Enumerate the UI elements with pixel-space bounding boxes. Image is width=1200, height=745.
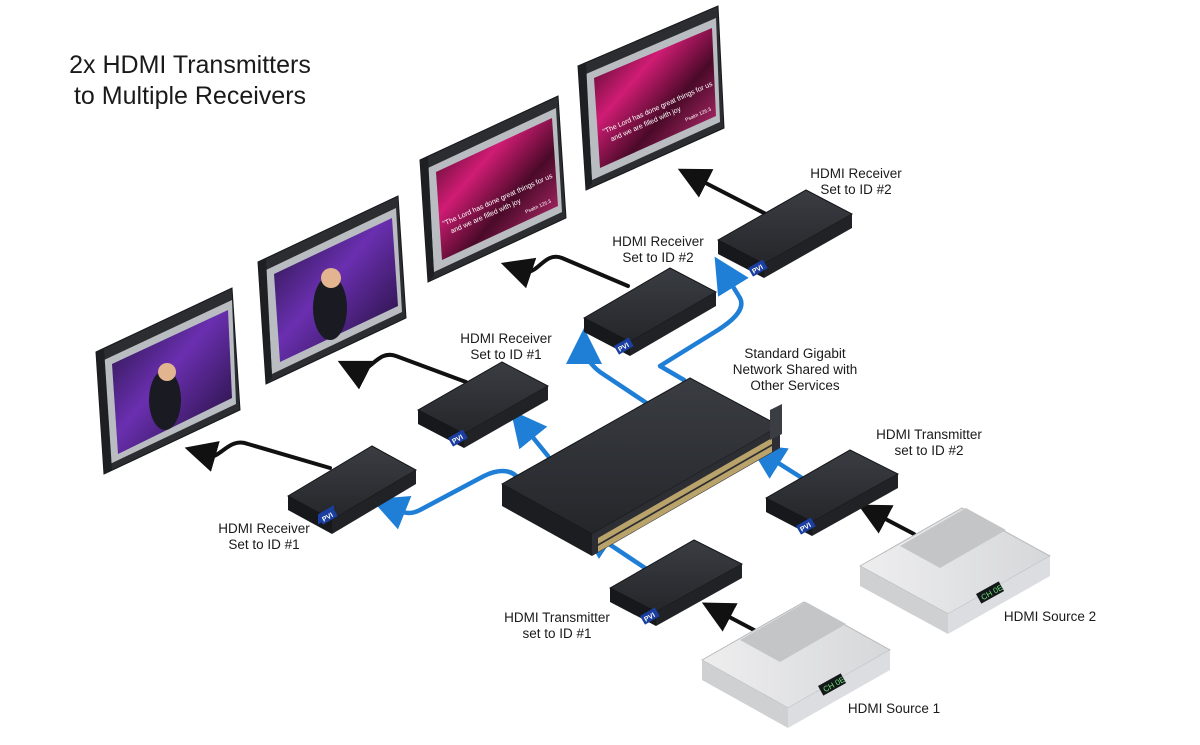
- transmitter-2: [764, 449, 900, 536]
- pvi-badges: PVI PVI PVI PVI PVI PVI: [318, 259, 816, 625]
- net-link-rx1-left: [371, 468, 521, 530]
- svg-text:PVI: PVI: [643, 612, 656, 624]
- svg-text:PVI: PVI: [451, 434, 464, 446]
- display-1: [95, 287, 241, 475]
- hdmi-link-src1-tx1: [701, 602, 756, 632]
- receiver-2-mid: [582, 267, 718, 356]
- label-source-1: HDMI Source 1: [847, 701, 941, 716]
- display-3: "The Lord has done great things for us a…: [419, 95, 567, 283]
- net-link-rx1-mid: [510, 410, 551, 459]
- hdmi-link-rx1-mid: [337, 352, 468, 390]
- net-link-rx2-mid: [566, 328, 651, 407]
- hdmi-source-2: CH 0E: [858, 507, 1052, 634]
- network-switch: [500, 377, 782, 556]
- pvi-badge: PVI: [640, 607, 660, 625]
- hdmi-link-rx2-right: [677, 168, 768, 216]
- label-receiver-1-left: HDMI Receiver Set to ID #1: [218, 521, 310, 552]
- receiver-2-right: [716, 189, 854, 278]
- label-network-switch: Standard Gigabit Network Shared with Oth…: [732, 346, 858, 393]
- svg-text:PVI: PVI: [799, 522, 812, 534]
- pvi-badge: PVI: [748, 259, 768, 277]
- label-receiver-2-right: HDMI Receiver Set to ID #2: [810, 166, 902, 197]
- hdmi-link-src2-tx2: [857, 504, 916, 536]
- pvi-badge: PVI: [614, 337, 634, 355]
- pvi-badge: PVI: [448, 429, 468, 447]
- label-receiver-1-mid: HDMI Receiver Set to ID #1: [460, 331, 552, 362]
- display-4: "The Lord has done great things for us a…: [577, 5, 725, 191]
- switch-ports: [598, 438, 772, 552]
- hdmi-link-rx2-mid: [500, 254, 630, 289]
- net-link-rx2-right: [657, 256, 749, 383]
- label-receiver-2-mid: HDMI Receiver Set to ID #2: [612, 234, 704, 265]
- label-transmitter-2: HDMI Transmitter set to ID #2: [876, 427, 982, 458]
- hdmi-links: [184, 168, 916, 632]
- hdmi-source-1: CH 0E: [700, 601, 892, 728]
- label-source-2: HDMI Source 2: [1003, 609, 1097, 624]
- hdmi-link-rx1-left: [184, 440, 332, 472]
- svg-text:PVI: PVI: [321, 512, 334, 524]
- display-2: [257, 195, 407, 385]
- svg-text:PVI: PVI: [751, 264, 764, 276]
- label-transmitter-1: HDMI Transmitter set to ID #1: [504, 610, 610, 641]
- pvi-badge: PVI: [318, 507, 338, 525]
- net-link-tx2: [748, 444, 805, 481]
- diagram-title: 2x HDMI Transmitters to Multiple Receive…: [40, 50, 340, 112]
- pvi-badge: PVI: [796, 517, 816, 535]
- svg-text:PVI: PVI: [617, 342, 630, 354]
- title-line-2: to Multiple Receivers: [73, 82, 307, 110]
- title-line-1: 2x HDMI Transmitters: [69, 51, 311, 79]
- receiver-1-left: [286, 445, 418, 534]
